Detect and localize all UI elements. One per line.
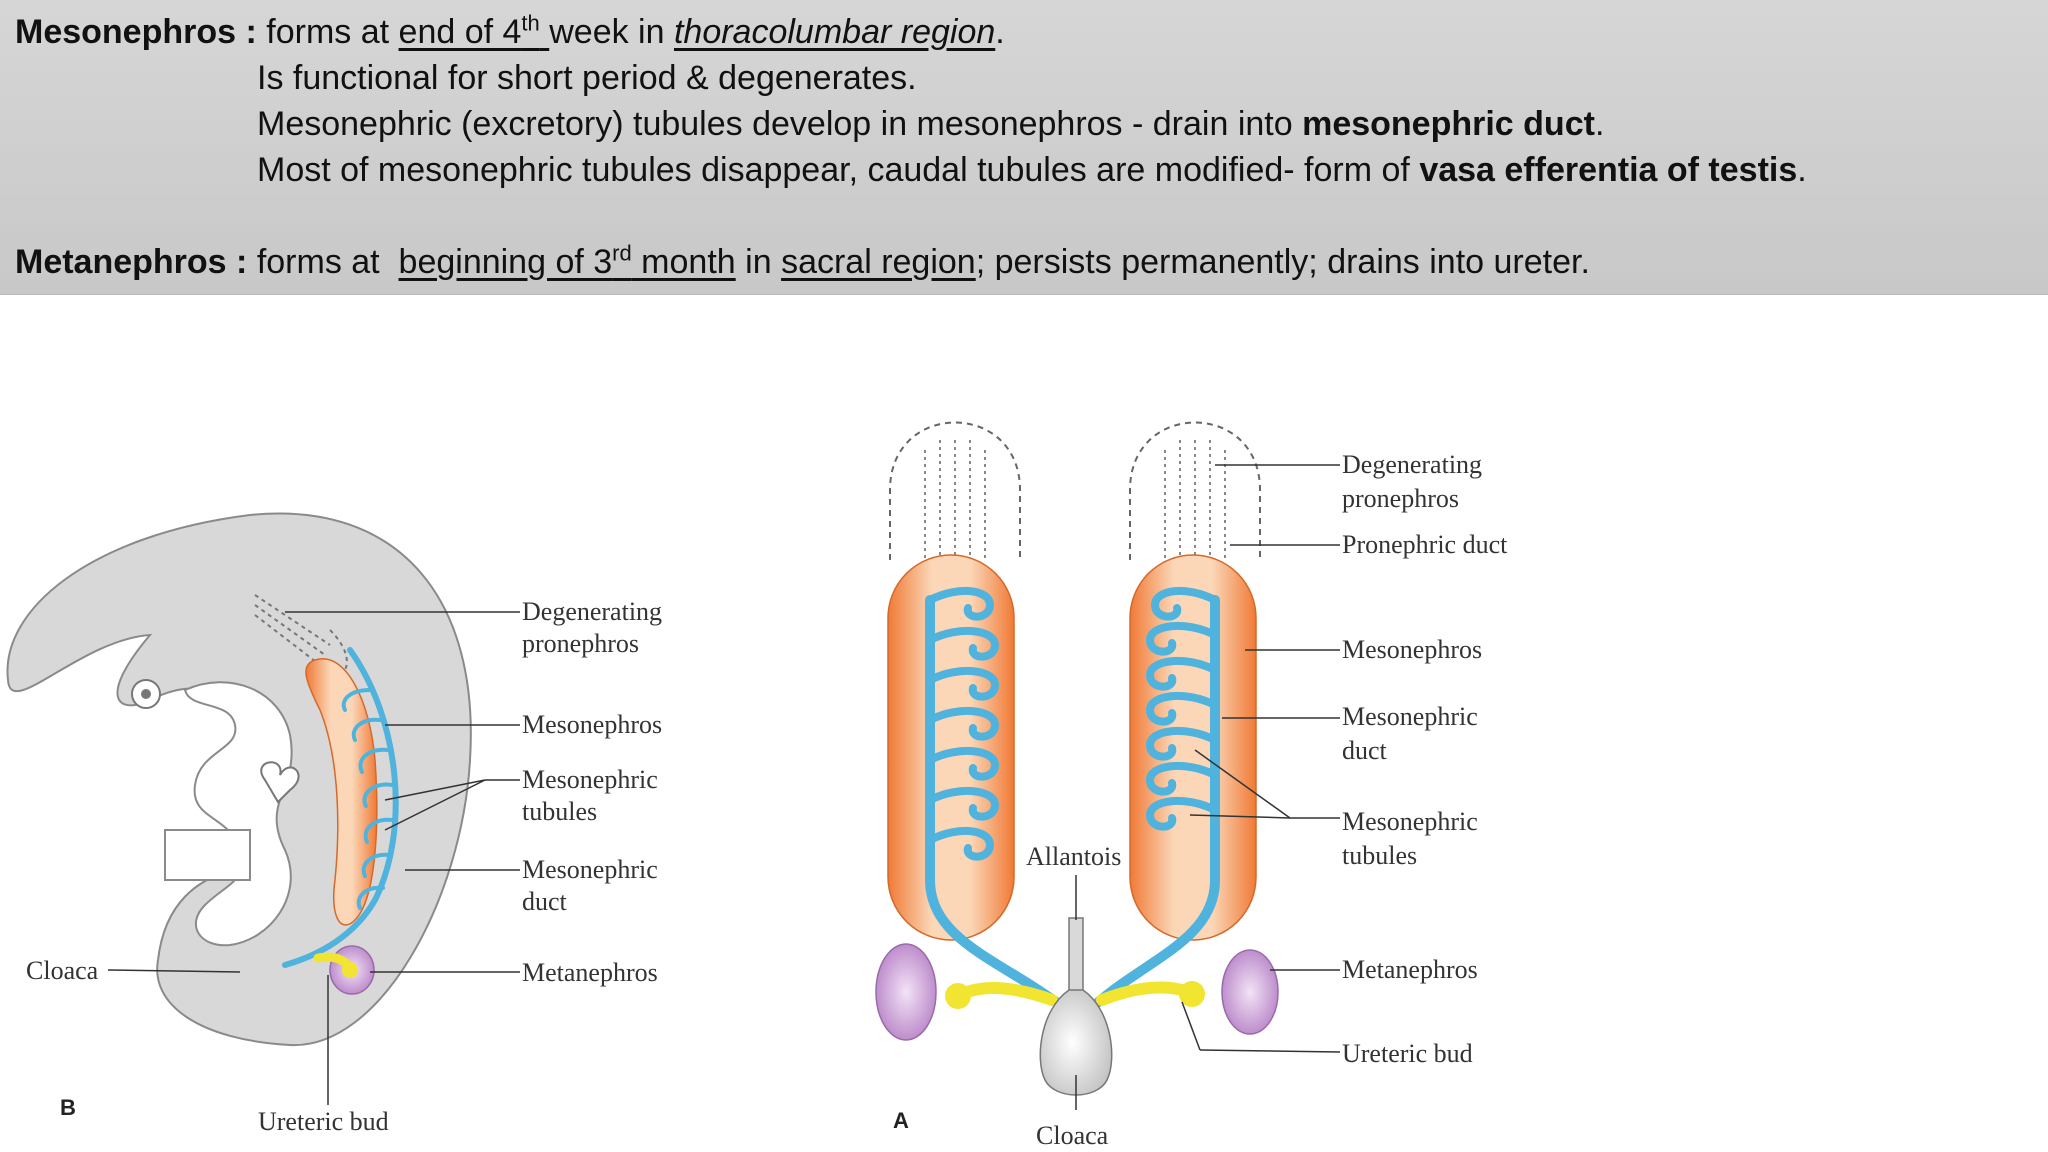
text: Mesonephric (excretory) tubules develop … <box>257 105 1293 143</box>
degenerating-pronephros-b <box>254 594 348 671</box>
mesonephros-line-2: Is functional for short period & degener… <box>257 59 917 97</box>
heart <box>260 761 300 804</box>
summary-banner: Mesonephros : forms at end of 4th week i… <box>0 0 2048 295</box>
cloaca-a <box>1039 989 1113 1096</box>
text: ; persists permanently; drains into uret… <box>975 243 1590 281</box>
label-ureteric-bud-b: Ureteric bud <box>258 1107 389 1136</box>
end-of-4th-week: end of 4th <box>398 10 540 51</box>
mesonephros-line-3: Mesonephric (excretory) tubules develop … <box>257 104 1604 144</box>
pronephric-tubule-traces <box>924 440 1226 560</box>
label-duct-b-2: duct <box>522 887 568 916</box>
thoracolumbar-region: thoracolumbar region <box>673 13 996 51</box>
label-duct-a-2: duct <box>1342 736 1388 765</box>
ureteric-bud-right <box>1096 981 1194 1006</box>
label-duct-a-1: Mesonephric <box>1342 702 1478 731</box>
leader-lines-b <box>107 611 520 1105</box>
mesonephros-line-4: Most of mesonephric tubules disappear, c… <box>257 150 1807 190</box>
sacral-region: sacral region <box>781 243 976 281</box>
vasa-efferentia-bold: vasa efferentia of testis <box>1419 151 1798 189</box>
label-degenerating-b: Degenerating <box>522 597 662 626</box>
mesonephric-tubules-b <box>341 688 395 910</box>
label-ureteric-bud-a: Ureteric bud <box>1342 1039 1473 1068</box>
mesonephric-duct-b <box>282 647 399 968</box>
label-degenerating-a: Degenerating <box>1342 450 1482 479</box>
plate-letter-b: B <box>60 1095 76 1120</box>
figure-b: Degenerating pronephros Mesonephros Meso… <box>6 512 662 1136</box>
ureteric-bud-left-tip <box>945 983 971 1009</box>
mesonephros-line-1: Mesonephros : forms at end of 4th week i… <box>15 12 1005 52</box>
ureteric-bud-left <box>954 982 1058 1006</box>
label-duct-b-1: Mesonephric <box>522 855 658 884</box>
text: forms at <box>256 243 380 281</box>
mesonephros-term: Mesonephros : <box>15 13 257 51</box>
leader-lines-a <box>1075 464 1341 1110</box>
label-pronephric-duct-a: Pronephric duct <box>1342 530 1508 559</box>
eye-pupil <box>141 689 151 699</box>
label-tubules-a-1: Mesonephric <box>1342 807 1478 836</box>
figure-a: Degenerating pronephros Pronephric duct … <box>875 421 1508 1150</box>
label-pronephros-b: pronephros <box>522 629 639 658</box>
ureteric-bud-tip-b <box>342 962 358 978</box>
embryo-inner <box>183 681 293 947</box>
metanephros-right <box>1221 949 1279 1035</box>
text: . <box>1797 151 1807 189</box>
text: Most of mesonephric tubules disappear, c… <box>257 151 1410 189</box>
allantois <box>1068 917 1084 994</box>
label-allantois-a: Allantois <box>1026 842 1121 871</box>
mesonephric-duct-right <box>1090 595 1220 1010</box>
label-metanephros-b: Metanephros <box>522 958 658 987</box>
mesonephric-duct-left <box>925 595 1065 1010</box>
label-cloaca-a: Cloaca <box>1036 1121 1109 1150</box>
text: week in <box>549 13 665 51</box>
text: . <box>1594 105 1605 143</box>
metanephros-left <box>875 943 937 1041</box>
label-metanephros-a: Metanephros <box>1342 955 1478 984</box>
label-tubules-b-2: tubules <box>522 797 597 826</box>
text: forms at <box>266 13 390 51</box>
label-cloaca-b: Cloaca <box>26 956 99 985</box>
text: . <box>995 13 1005 51</box>
mesonephric-duct-bold: mesonephric duct <box>1302 105 1595 143</box>
ureteric-bud-right-tip <box>1179 981 1205 1007</box>
mesonephros-left <box>887 554 1015 941</box>
label-tubules-a-2: tubules <box>1342 841 1417 870</box>
label-mesonephros-b: Mesonephros <box>522 710 662 739</box>
beginning-of-3rd-month: beginning of 3rd month <box>398 240 736 281</box>
mesonephric-tubules-left <box>926 586 1000 861</box>
mesonephric-tubules-right <box>1145 586 1219 831</box>
metanephros-term: Metanephros : <box>15 243 248 281</box>
label-mesonephros-a: Mesonephros <box>1342 635 1482 664</box>
hindgut <box>164 829 251 881</box>
metanephros-line: Metanephros : forms at beginning of 3rd … <box>15 242 1590 282</box>
degenerating-pronephros-a <box>889 421 1261 560</box>
plate-letter-a: A <box>893 1108 909 1133</box>
text: in <box>745 243 772 281</box>
label-pronephros-a: pronephros <box>1342 484 1459 513</box>
label-tubules-b-1: Mesonephric <box>522 765 658 794</box>
